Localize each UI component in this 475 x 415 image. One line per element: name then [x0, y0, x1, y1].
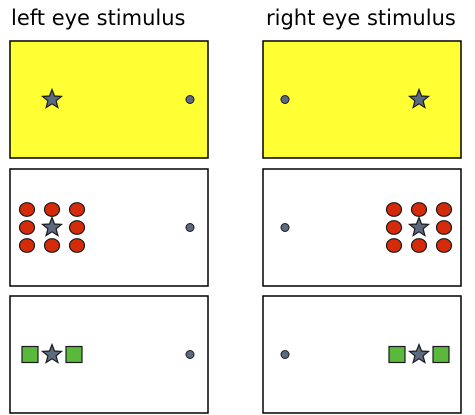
- left-red-disc: [68, 220, 86, 235]
- left-star-icon: [40, 87, 64, 109]
- right-fixation-dot: [280, 95, 290, 104]
- right-panel-yellow: [262, 40, 462, 159]
- right-star-icon: [407, 215, 431, 237]
- left-star-icon: [40, 215, 64, 237]
- left-red-disc: [18, 202, 36, 217]
- right-red-disc: [435, 238, 453, 253]
- right-red-disc: [385, 220, 403, 235]
- right-star-icon: [407, 87, 431, 109]
- left-fixation-dot: [185, 350, 195, 359]
- left-red-disc: [43, 202, 61, 217]
- left-fixation-dot: [185, 95, 195, 104]
- left-green-square: [21, 345, 39, 364]
- right-fixation-dot: [280, 223, 290, 232]
- right-green-square: [388, 345, 406, 364]
- right-red-disc: [435, 220, 453, 235]
- right-red-disc: [410, 202, 428, 217]
- left-panel-red-discs: [9, 168, 209, 287]
- right-panel-red-discs: [262, 168, 462, 287]
- right-red-disc: [385, 238, 403, 253]
- left-red-disc: [68, 202, 86, 217]
- left-fixation-dot: [185, 223, 195, 232]
- right-green-square: [432, 345, 450, 364]
- left-red-disc: [18, 220, 36, 235]
- right-red-disc: [385, 202, 403, 217]
- left-star-icon: [40, 342, 64, 364]
- right-eye-header: right eye stimulus: [266, 6, 456, 30]
- left-panel-green-squares: [9, 295, 209, 414]
- left-red-disc: [68, 238, 86, 253]
- left-green-square: [65, 345, 83, 364]
- right-red-disc: [435, 202, 453, 217]
- left-red-disc: [18, 238, 36, 253]
- left-eye-header: left eye stimulus: [11, 6, 186, 30]
- left-red-disc: [43, 238, 61, 253]
- right-panel-green-squares: [262, 295, 462, 414]
- right-star-icon: [407, 342, 431, 364]
- left-panel-yellow: [9, 40, 209, 159]
- right-fixation-dot: [280, 350, 290, 359]
- right-red-disc: [410, 238, 428, 253]
